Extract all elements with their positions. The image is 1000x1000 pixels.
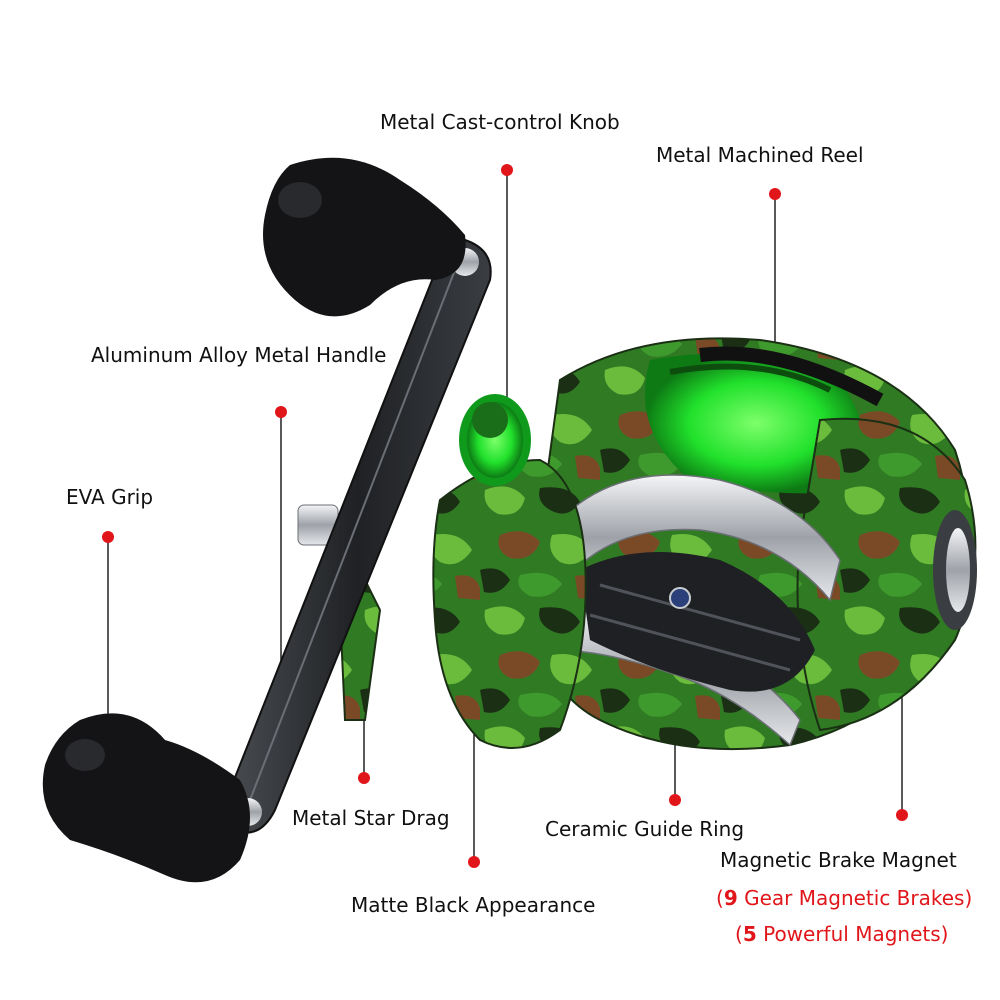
label-machined-reel: Metal Machined Reel — [656, 143, 864, 167]
gear-housing — [432, 458, 587, 749]
label-guide-ring: Ceramic Guide Ring — [545, 817, 745, 841]
label-star-drag: Metal Star Drag — [292, 806, 450, 830]
guide-ring — [669, 587, 691, 609]
label-eva-grip: EVA Grip — [66, 485, 154, 509]
spool — [645, 353, 867, 494]
callout-dot-star-drag — [358, 772, 370, 784]
callout-dot-grip — [102, 531, 114, 543]
callout-dots — [102, 164, 908, 868]
level-wind-chrome — [559, 474, 841, 602]
callout-dot-reel — [769, 188, 781, 200]
note-magnets-number: 5 — [742, 922, 757, 946]
callout-dot-handle — [275, 406, 287, 418]
note-gear-number: 9 — [723, 886, 738, 910]
callout-dot-knob — [501, 164, 513, 176]
callout-dot-guide-ring — [669, 794, 681, 806]
note-magnets-open: ( — [735, 922, 743, 946]
label-brake-magnet: Magnetic Brake Magnet — [720, 848, 957, 872]
label-matte-appearance: Matte Black Appearance — [351, 893, 596, 917]
label-cast-control-knob: Metal Cast-control Knob — [380, 110, 620, 134]
note-gear-open: ( — [716, 886, 724, 910]
callout-dot-brake — [896, 809, 908, 821]
note-gear-brakes: (9 Gear Magnetic Brakes) — [716, 888, 972, 908]
callout-dot-appearance — [468, 856, 480, 868]
reel-body — [42, 157, 977, 883]
note-powerful-magnets: (5 Powerful Magnets) — [735, 924, 948, 944]
label-metal-handle: Aluminum Alloy Metal Handle — [91, 343, 387, 367]
note-magnets-text: Powerful Magnets) — [756, 922, 949, 946]
cast-control-knob — [459, 394, 531, 486]
note-gear-text: Gear Magnetic Brakes) — [737, 886, 973, 910]
eva-knob-bottom — [42, 713, 251, 883]
